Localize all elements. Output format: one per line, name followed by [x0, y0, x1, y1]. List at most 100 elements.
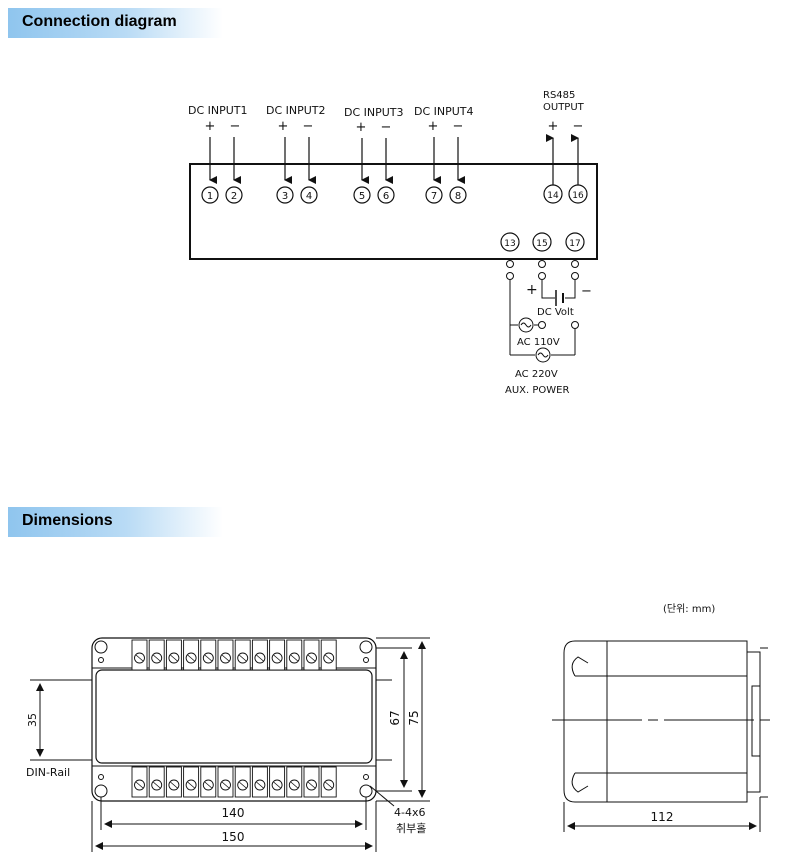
ac110-label: AC 110V — [517, 337, 560, 348]
dc-volt-label: DC Volt — [537, 307, 574, 318]
connection-diagram-title: Connection diagram — [22, 13, 177, 30]
ac110-source-icon — [518, 317, 534, 333]
dimensions-title: Dimensions — [22, 512, 113, 529]
screw-br — [363, 774, 369, 780]
terminal-15-number: 15 — [536, 239, 547, 249]
terminal-15 — [532, 232, 552, 252]
ac220-wave — [537, 352, 549, 358]
bottom-screw-slot-7 — [238, 781, 247, 789]
dimensions-header: Dimensions — [8, 507, 223, 537]
top-screw-slot-11 — [307, 654, 316, 662]
pin-13a — [506, 260, 514, 268]
mount-hole-tr — [359, 640, 373, 654]
terminal-1 — [201, 186, 219, 204]
top-screw-slot-9 — [273, 654, 281, 662]
bottom-screw-slot-4 — [187, 781, 195, 789]
pin-17a — [571, 260, 579, 268]
side-din-latch — [751, 685, 761, 757]
side-din-clip — [746, 651, 761, 793]
top-screw-slot-6 — [221, 654, 230, 662]
dim-67-value: 67 — [388, 710, 402, 725]
terminal-16 — [568, 184, 588, 204]
pin-15a — [538, 260, 546, 268]
unit-note: (단위: mm) — [663, 602, 715, 615]
rs485-minus: − — [573, 119, 584, 134]
pin-15b — [538, 272, 546, 280]
dc-volt-plus: + — [526, 282, 538, 298]
dim-35-value: 35 — [26, 713, 39, 727]
input4-minus: − — [453, 119, 464, 134]
connection-diagram: DC INPUT1 DC INPUT2 DC INPUT3 DC INPUT4 … — [188, 90, 598, 396]
terminal-8-number: 8 — [455, 191, 461, 202]
screw-tl — [98, 657, 104, 663]
screw-tr — [363, 657, 369, 663]
dimensions-side-view: (단위: mm) 112 — [552, 602, 772, 832]
din-rail-label: DIN-Rail — [26, 766, 70, 779]
terminal-1-number: 1 — [207, 191, 213, 202]
mount-hole-bl — [94, 784, 108, 798]
pin-13b — [506, 272, 514, 280]
dim-75-value: 75 — [407, 710, 421, 725]
input1-plus: + — [205, 119, 216, 134]
dim-112-value: 112 — [651, 810, 674, 824]
bottom-screw-slot-1 — [135, 781, 144, 789]
top-screw-slot-8 — [256, 654, 264, 662]
pin-ac110-right — [538, 321, 546, 329]
terminal-2 — [225, 186, 243, 204]
bottom-screw-slot-2 — [152, 781, 161, 789]
top-terminal-block — [131, 639, 337, 671]
mount-hole-tl — [94, 640, 108, 654]
dc-volt-minus: − — [581, 284, 592, 299]
bottom-screw-slot-6 — [221, 781, 230, 789]
dim-150-value: 150 — [222, 830, 245, 844]
dc-input2-label: DC INPUT2 — [266, 104, 326, 117]
ac110-wave — [520, 322, 532, 328]
pin-17b — [571, 272, 579, 280]
hole-note: 취부홀 — [396, 822, 426, 835]
ac220-source-icon — [535, 347, 551, 363]
bottom-screw-slot-3 — [170, 781, 178, 789]
terminal-17 — [565, 232, 585, 252]
terminal-7-number: 7 — [431, 191, 437, 202]
bottom-screw-slot-5 — [204, 781, 213, 789]
bottom-screw-slot-9 — [273, 781, 281, 789]
ac220-label: AC 220V — [515, 369, 558, 380]
hole-label: 4-4x6 — [394, 806, 425, 819]
dc-volt-wire-minus — [565, 280, 576, 299]
top-screw-slot-10 — [290, 654, 299, 662]
side-top-clip — [571, 656, 589, 677]
input2-minus: − — [303, 119, 314, 134]
bottom-terminal-block — [131, 766, 337, 798]
dc-input3-label: DC INPUT3 — [344, 106, 404, 119]
terminal-6-number: 6 — [383, 191, 389, 202]
terminal-17-number: 17 — [569, 239, 580, 249]
terminal-6 — [377, 186, 395, 204]
aux-power-label: AUX. POWER — [505, 385, 569, 396]
terminal-13 — [500, 232, 520, 252]
input4-plus: + — [428, 119, 439, 134]
terminal-16-number: 16 — [572, 191, 584, 201]
dc-input4-label: DC INPUT4 — [414, 105, 474, 118]
terminal-14 — [543, 184, 563, 204]
terminal-5-number: 5 — [359, 191, 365, 202]
device-body — [189, 163, 598, 260]
top-screw-slot-1 — [135, 654, 144, 662]
connection-diagram-header: Connection diagram — [8, 8, 223, 38]
top-screw-slot-4 — [187, 654, 195, 662]
terminal-7 — [425, 186, 443, 204]
bottom-screw-slot-8 — [256, 781, 264, 789]
bottom-screw-slot-10 — [290, 781, 299, 789]
screw-bl — [98, 774, 104, 780]
hole-leader-line — [369, 785, 395, 807]
top-screw-slot-12 — [324, 654, 333, 662]
top-screw-slot-5 — [204, 654, 213, 662]
front-window — [95, 669, 373, 764]
terminal-8 — [449, 186, 467, 204]
dim-140-value: 140 — [222, 806, 245, 820]
top-screw-slot-3 — [170, 654, 178, 662]
terminal-3 — [276, 186, 294, 204]
input2-plus: + — [278, 119, 289, 134]
side-bottom-clip — [571, 772, 589, 793]
input3-plus: + — [356, 120, 367, 135]
